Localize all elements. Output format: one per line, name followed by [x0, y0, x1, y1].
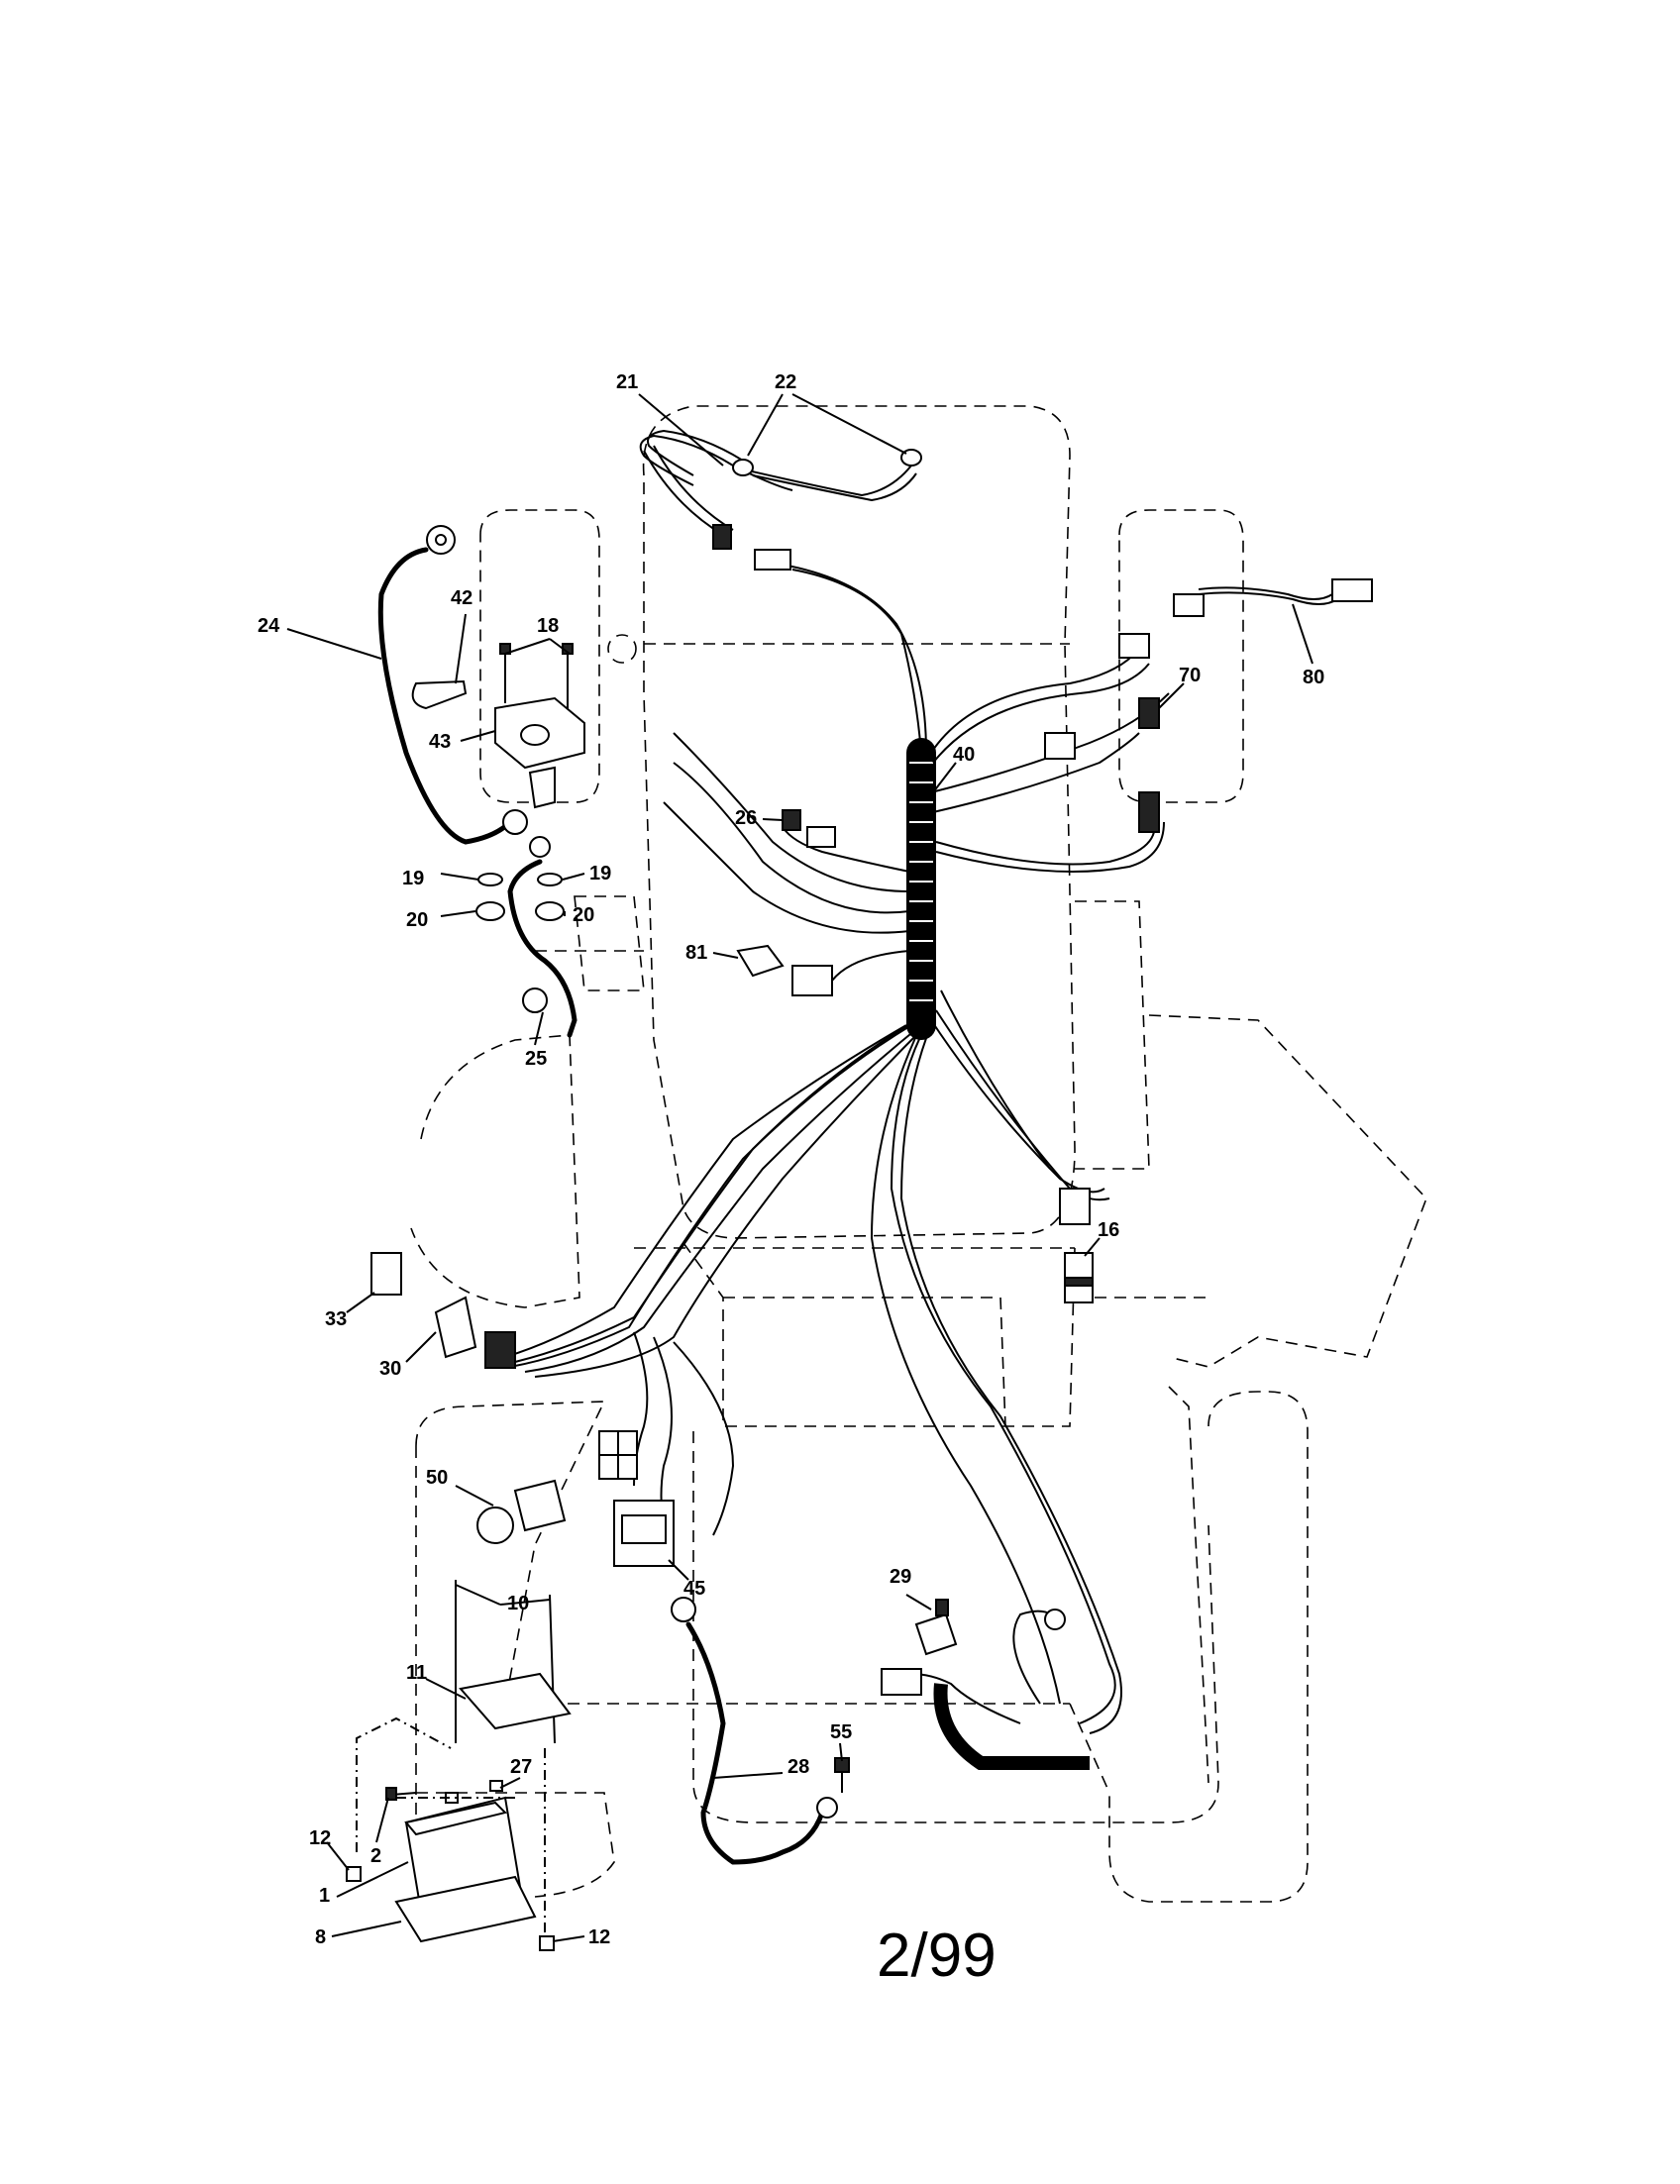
parts [346, 449, 1373, 1951]
callout-20-right: 20 [573, 904, 594, 926]
callout-50: 50 [426, 1467, 448, 1489]
callout-19-right: 19 [589, 863, 611, 884]
date-code: 2/99 [877, 1922, 997, 1990]
callout-labels: 21 22 42 18 24 43 80 70 40 26 19 19 20 2… [258, 371, 1324, 1948]
callout-16: 16 [1098, 1219, 1119, 1241]
callout-28: 28 [788, 1756, 809, 1778]
callout-26: 26 [735, 807, 757, 829]
callout-19-left: 19 [402, 868, 424, 889]
callout-8: 8 [315, 1926, 326, 1948]
callout-10: 10 [507, 1593, 529, 1614]
callout-12-right: 12 [588, 1926, 610, 1948]
callout-22: 22 [775, 371, 796, 393]
battery-cables [377, 547, 825, 1865]
main-harness-coil [906, 738, 936, 1040]
callout-81: 81 [685, 942, 707, 964]
callout-1: 1 [319, 1885, 330, 1907]
callout-42: 42 [451, 587, 472, 609]
callout-21: 21 [616, 371, 638, 393]
callout-30: 30 [379, 1358, 401, 1380]
callout-24: 24 [258, 615, 280, 637]
callout-40: 40 [953, 744, 975, 766]
callout-33: 33 [325, 1308, 347, 1330]
callout-80: 80 [1303, 667, 1324, 688]
harness-wires [504, 429, 1338, 1734]
leader-lines [286, 393, 1313, 1942]
callout-11: 11 [406, 1662, 427, 1684]
callout-27: 27 [510, 1756, 532, 1778]
callout-55: 55 [830, 1721, 852, 1743]
callout-29: 29 [890, 1566, 911, 1588]
callout-18: 18 [537, 615, 559, 637]
callout-45: 45 [683, 1578, 705, 1600]
callout-2: 2 [370, 1845, 381, 1867]
callout-70: 70 [1179, 665, 1201, 686]
callout-43: 43 [429, 731, 451, 753]
callout-20-left: 20 [406, 909, 428, 931]
callout-25: 25 [525, 1048, 547, 1070]
callout-12-left: 12 [309, 1827, 331, 1849]
